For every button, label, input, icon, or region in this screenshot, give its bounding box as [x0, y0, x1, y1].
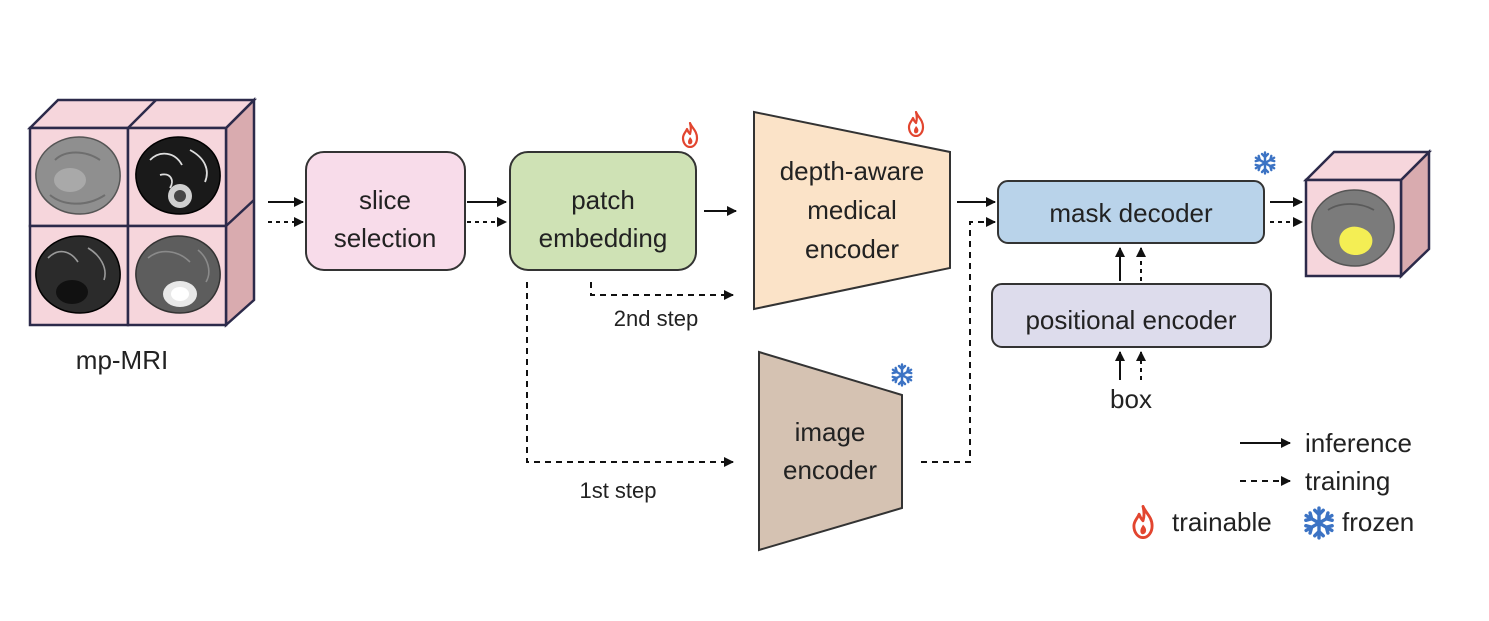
legend-training-label: training: [1305, 466, 1390, 496]
snowflake-icon: [1254, 151, 1276, 175]
input-label: mp-MRI: [76, 345, 168, 375]
patch-embedding-label-1: patch: [571, 185, 635, 215]
arrow-training-1st-step: [526, 282, 734, 467]
slice-selection-block: slice selection: [305, 151, 466, 271]
flame-icon: [681, 122, 699, 148]
mask-decoder-block: mask decoder: [997, 180, 1265, 244]
image-encoder-label-1: image: [795, 417, 866, 447]
slice-selection-label-2: selection: [334, 223, 437, 253]
image-encoder-block: image encoder: [758, 350, 903, 552]
dame-label-2: medical: [807, 195, 897, 225]
step1-label: 1st step: [579, 478, 656, 503]
dame-label-1: depth-aware: [780, 156, 925, 186]
flame-icon: [907, 111, 925, 137]
snowflake-icon: [1304, 506, 1334, 540]
output-segmentation-cube: [1302, 148, 1433, 279]
legend: inference training trainable frozen: [1132, 428, 1414, 540]
snowflake-icon: [891, 363, 913, 387]
positional-encoder-block: positional encoder: [991, 283, 1272, 348]
patch-embedding-block: patch embedding: [509, 151, 697, 271]
box-label: box: [1110, 384, 1152, 414]
mri-t2-slice: [35, 235, 121, 314]
legend-frozen-label: frozen: [1342, 507, 1414, 537]
mask-decoder-label: mask decoder: [1049, 198, 1213, 228]
mri-flair-slice: [135, 235, 221, 314]
image-encoder-label-2: encoder: [783, 455, 877, 485]
legend-inference-label: inference: [1305, 428, 1412, 458]
arrow-training-2nd-step: [590, 282, 734, 300]
arrow-training-image-encoder: [921, 217, 996, 463]
patch-embedding-label-2: embedding: [539, 223, 668, 253]
depth-aware-medical-encoder-block: depth-aware medical encoder: [753, 110, 951, 311]
mp-mri-input-cubes: [26, 96, 258, 328]
slice-selection-label-1: slice: [359, 185, 411, 215]
mri-t1-slice: [35, 136, 121, 215]
dame-label-3: encoder: [805, 234, 899, 264]
flame-icon: [1132, 505, 1154, 539]
positional-encoder-label: positional encoder: [1025, 305, 1236, 335]
mri-t1ce-slice: [135, 136, 221, 215]
step2-label: 2nd step: [614, 306, 698, 331]
legend-trainable-label: trainable: [1172, 507, 1272, 537]
